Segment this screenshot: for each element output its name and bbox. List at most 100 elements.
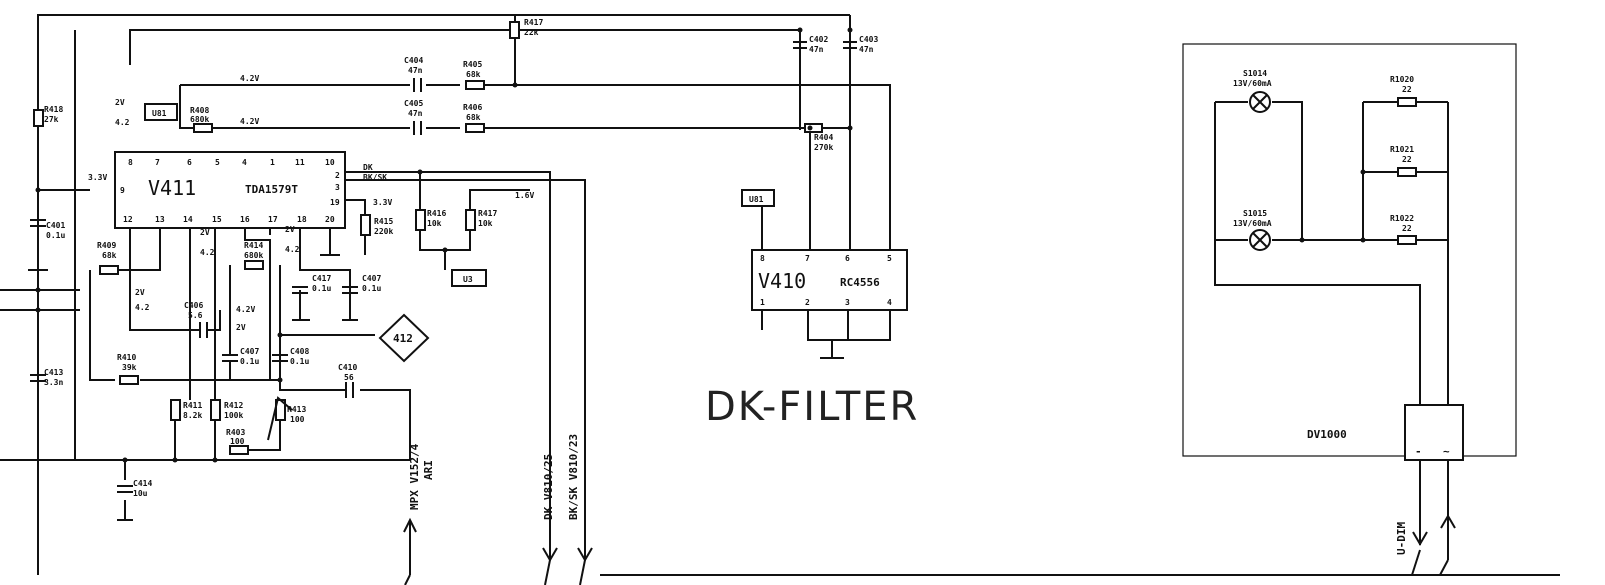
svg-text:5: 5 (887, 254, 892, 263)
svg-text:C402: C402 (809, 35, 828, 44)
lamp-s1015-symbol (1249, 229, 1271, 251)
svg-text:0.1u: 0.1u (46, 231, 65, 240)
svg-text:R417: R417 (524, 18, 543, 27)
signal-labels: DK BK/SK (363, 163, 387, 182)
svg-text:2V: 2V (236, 323, 246, 332)
svg-text:R417: R417 (478, 209, 497, 218)
svg-text:R414: R414 (244, 241, 263, 250)
resistor-r406-symbol (465, 123, 485, 133)
svg-text:R410: R410 (117, 353, 136, 362)
svg-text:C403: C403 (859, 35, 878, 44)
svg-text:16: 16 (240, 215, 250, 224)
svg-text:U81: U81 (152, 109, 167, 118)
svg-text:3.3V: 3.3V (88, 173, 107, 182)
svg-text:ARI: ARI (422, 460, 435, 480)
lamp-s1014-symbol (1249, 91, 1271, 113)
resistor-r418-symbol (33, 109, 44, 127)
svg-text:4.2V: 4.2V (240, 74, 259, 83)
svg-text:20: 20 (325, 215, 335, 224)
svg-text:3: 3 (335, 183, 340, 192)
diagram-title: DK-FILTER (705, 384, 919, 430)
svg-text:R416: R416 (427, 209, 446, 218)
signal-arrows (403, 517, 1560, 585)
svg-text:C401: C401 (46, 221, 65, 230)
ic-v410: V410 RC4556 8 7 6 5 1 2 3 4 (751, 207, 908, 359)
svg-text:8: 8 (128, 158, 133, 167)
svg-text:1: 1 (760, 298, 765, 307)
resistor-r409-symbol (99, 265, 119, 275)
svg-text:15: 15 (212, 215, 222, 224)
capacitor-c402-symbol (793, 41, 807, 49)
resistor-r1022-symbol (1397, 235, 1417, 245)
svg-text:17: 17 (268, 215, 278, 224)
svg-text:7: 7 (155, 158, 160, 167)
svg-text:18: 18 (297, 215, 307, 224)
resistor-labels: R417 22k R418 27k R408 680k R405 68k R40… (44, 18, 833, 446)
svg-text:2V: 2V (285, 225, 295, 234)
svg-text:4.2: 4.2 (285, 245, 300, 254)
svg-text:R1021: R1021 (1390, 145, 1414, 154)
svg-text:C410: C410 (338, 363, 357, 372)
capacitor-c413-symbol (30, 365, 46, 395)
svg-text:100: 100 (290, 415, 305, 424)
svg-text:10k: 10k (427, 219, 442, 228)
svg-text:S1015: S1015 (1243, 209, 1267, 218)
svg-text:DV1000: DV1000 (1307, 428, 1347, 441)
svg-text:0.1u: 0.1u (290, 357, 309, 366)
voltage-labels: 4.2V 4.2V 3.3V 3.3V 1.6V 2V 4.2 2V 4.2 2… (88, 74, 534, 332)
svg-text:R409: R409 (97, 241, 116, 250)
capacitor-c417-symbol (292, 286, 308, 321)
svg-text:4: 4 (242, 158, 247, 167)
svg-text:12: 12 (123, 215, 133, 224)
svg-text:6: 6 (187, 158, 192, 167)
junction-dots (35, 27, 853, 463)
resistor-r411-symbol (170, 399, 181, 421)
svg-text:4.2: 4.2 (135, 303, 150, 312)
svg-text:47n: 47n (408, 66, 423, 75)
svg-text:56: 56 (344, 373, 354, 382)
svg-text:3.3V: 3.3V (373, 198, 392, 207)
svg-text:2V: 2V (115, 98, 125, 107)
svg-text:R403: R403 (226, 428, 245, 437)
svg-text:0.1u: 0.1u (312, 284, 331, 293)
svg-text:S1014: S1014 (1243, 69, 1267, 78)
svg-text:1.6V: 1.6V (515, 191, 534, 200)
svg-text:2: 2 (805, 298, 810, 307)
svg-text:8.2k: 8.2k (183, 411, 202, 420)
connector-labels: MPX V152/4 ARI DK V810/25 BK/SK V810/23 … (408, 434, 1408, 555)
svg-text:9: 9 (120, 186, 125, 195)
capacitor-c404-symbol (413, 78, 422, 92)
svg-text:220k: 220k (374, 227, 393, 236)
capacitor-labels: C402 47n C403 47n C404 47n C405 47n C401… (44, 35, 878, 498)
svg-text:4.2: 4.2 (200, 248, 215, 257)
svg-text:U3: U3 (463, 275, 473, 284)
svg-text:2: 2 (335, 171, 340, 180)
svg-text:13V/60mA: 13V/60mA (1233, 219, 1272, 228)
resistors-left (33, 21, 823, 455)
svg-text:7: 7 (805, 254, 810, 263)
capacitors-left (28, 41, 857, 521)
svg-text:4.2V: 4.2V (240, 117, 259, 126)
svg-text:13: 13 (155, 215, 165, 224)
svg-text:V411: V411 (148, 176, 196, 200)
svg-text:BK/SK V810/23: BK/SK V810/23 (567, 434, 580, 520)
svg-text:R418: R418 (44, 105, 63, 114)
svg-text:C404: C404 (404, 56, 423, 65)
capacitor-c407-symbol (222, 354, 238, 380)
resistor-r414-symbol (244, 260, 264, 270)
svg-text:2V: 2V (135, 288, 145, 297)
svg-text:C406: C406 (184, 301, 203, 310)
resistor-r412-symbol (210, 399, 221, 421)
svg-text:68k: 68k (102, 251, 117, 260)
svg-text:47n: 47n (809, 45, 824, 54)
resistor-r417-symbol (509, 21, 520, 39)
svg-text:14: 14 (183, 215, 193, 224)
svg-text:TDA1579T: TDA1579T (245, 183, 298, 196)
resistor-r416-symbol (415, 209, 426, 231)
svg-text:68k: 68k (466, 70, 481, 79)
svg-text:DK V810/25: DK V810/25 (542, 454, 555, 520)
svg-text:R413: R413 (287, 405, 306, 414)
svg-text:C413: C413 (44, 368, 63, 377)
capacitor-c401-symbol (28, 219, 48, 271)
svg-text:C414: C414 (133, 479, 152, 488)
